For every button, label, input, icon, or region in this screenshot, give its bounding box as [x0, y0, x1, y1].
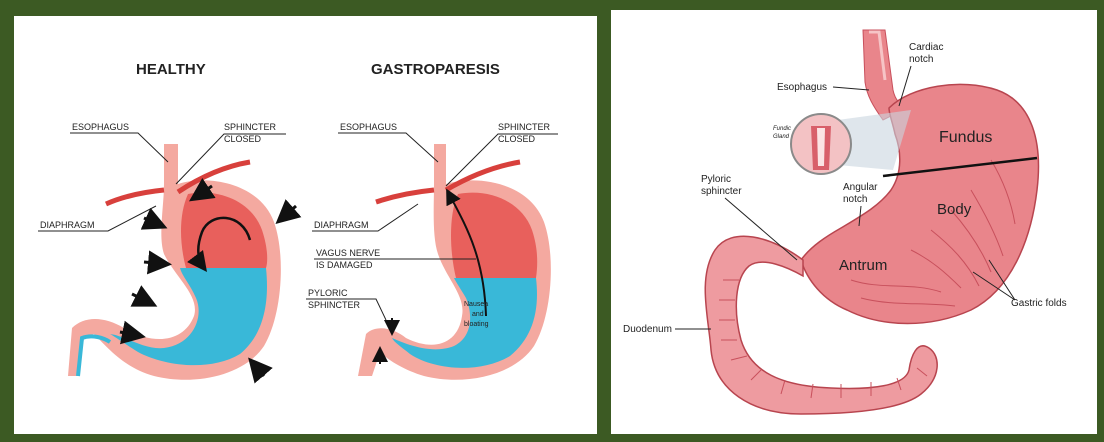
and-label: and — [472, 311, 484, 318]
angular-label: Angular — [843, 182, 878, 193]
bloating-label: bloating — [464, 321, 489, 328]
body-label: Body — [937, 201, 972, 218]
stomach-anatomy-panel: Cardiac notch Esophagus Fundic Gland Fun… — [611, 10, 1097, 434]
healthy-stomach: ESOPHAGUS SPHINCTER CLOSED DIAPHRAGM — [38, 122, 296, 380]
gastro-sphincter-label: SPHINCTER — [498, 122, 551, 132]
healthy-title: HEALTHY — [136, 61, 206, 78]
angular-notch-label: notch — [843, 194, 867, 205]
pyloric-sphincter-label: sphincter — [701, 186, 742, 197]
pyloric-label: Pyloric — [701, 174, 731, 185]
fundic-label: Fundic — [773, 126, 791, 132]
antrum-label: Antrum — [839, 257, 887, 274]
vagus-damaged-label: IS DAMAGED — [316, 260, 373, 270]
fundus-label: Fundus — [939, 129, 992, 146]
gastro-closed-label: CLOSED — [498, 134, 536, 144]
duodenum-label: Duodenum — [623, 324, 672, 335]
stomach-anatomy-illustration: Cardiac notch Esophagus Fundic Gland Fun… — [611, 10, 1097, 434]
healthy-sphincter-label: SPHINCTER — [224, 122, 277, 132]
gastro-diaphragm-label: DIAPHRAGM — [314, 220, 369, 230]
esophagus-label: Esophagus — [777, 82, 827, 93]
healthy-diaphragm-label: DIAPHRAGM — [40, 220, 95, 230]
cardiac-notch-label: notch — [909, 54, 933, 65]
stomach-comparison-illustration: HEALTHY GASTROPARESIS — [14, 16, 597, 434]
pyloric-label: PYLORIC — [308, 288, 348, 298]
healthy-vs-gastroparesis-panel: HEALTHY GASTROPARESIS — [14, 16, 597, 434]
gastro-esophagus-label: ESOPHAGUS — [340, 122, 397, 132]
cardiac-label: Cardiac — [909, 42, 943, 53]
gastroparesis-esophagus — [435, 144, 445, 186]
healthy-diaphragm-left — [106, 190, 164, 204]
healthy-esophagus — [165, 144, 177, 186]
pyloric-sphincter-label: SPHINCTER — [308, 300, 361, 310]
healthy-esophagus-label: ESOPHAGUS — [72, 122, 129, 132]
gastroparesis-stomach: ESOPHAGUS SPHINCTER CLOSED DIAPHRAGM VAG… — [306, 122, 558, 380]
gastric-folds-label: Gastric folds — [1011, 298, 1067, 309]
nausea-label: Nausea — [464, 301, 488, 308]
healthy-closed-label: CLOSED — [224, 134, 262, 144]
gland-label: Gland — [773, 134, 790, 140]
gastroparesis-title: GASTROPARESIS — [371, 61, 500, 78]
vagus-nerve-label: VAGUS NERVE — [316, 248, 380, 258]
